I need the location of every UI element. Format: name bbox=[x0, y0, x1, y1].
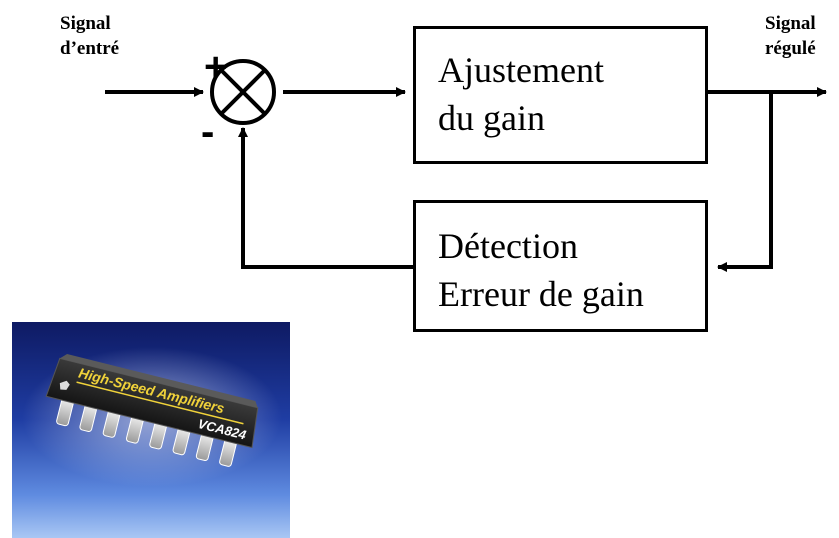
gain-block-line1: Ajustement bbox=[438, 50, 604, 90]
minus-sign: - bbox=[201, 110, 215, 154]
detect-block-line1: Détection bbox=[438, 226, 578, 266]
ti-logo-icon bbox=[59, 380, 70, 390]
gain-block-line2: du gain bbox=[438, 98, 545, 138]
input-label-line2: d’entré bbox=[60, 38, 120, 59]
chip-photo: High-Speed Amplifiers VCA824 bbox=[12, 322, 290, 538]
plus-sign: + bbox=[204, 45, 228, 89]
ic-chip-icon: High-Speed Amplifiers VCA824 bbox=[22, 347, 282, 487]
input-label-line1: Signal bbox=[60, 13, 111, 34]
feedback-tap-wire bbox=[717, 92, 773, 272]
summing-junction-icon bbox=[210, 59, 276, 125]
error-detect-block: Détection Erreur de gain bbox=[413, 200, 708, 332]
gain-adjust-block: Ajustement du gain bbox=[413, 26, 708, 164]
output-signal-label: Signal régulé bbox=[765, 11, 816, 61]
output-label-line2: régulé bbox=[765, 38, 816, 59]
input-signal-label: Signal d’entré bbox=[60, 11, 119, 61]
output-label-line1: Signal bbox=[765, 13, 816, 34]
detect-block-line2: Erreur de gain bbox=[438, 274, 644, 314]
feedback-return-wire bbox=[238, 127, 413, 269]
